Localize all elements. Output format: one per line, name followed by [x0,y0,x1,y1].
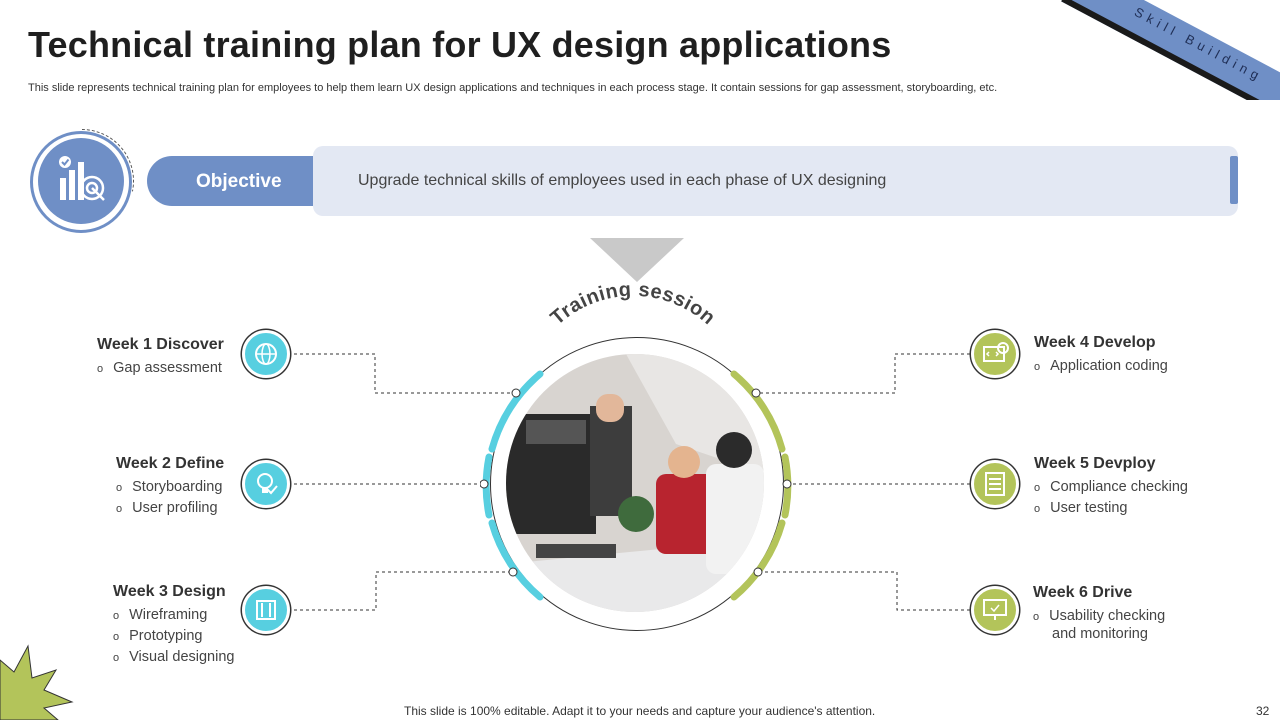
footer-text: This slide is 100% editable. Adapt it to… [404,704,876,718]
down-arrow-icon [590,238,684,282]
objective-label: Objective [196,171,282,192]
week-6-title: Week 6 Drive [1033,584,1133,601]
week-4-title: Week 4 Develop [1034,334,1156,351]
starburst-decoration [0,644,74,720]
colored-arcs [480,370,792,601]
monitor-hand-icon [971,586,1019,634]
code-gear-icon [971,330,1019,378]
week-2-title: Week 2 Define [116,455,225,472]
checklist-icon [971,460,1019,508]
globe-icon [242,330,290,378]
page-subtitle: This slide represents technical training… [28,82,998,94]
week-1-title: Week 1 Discover [97,336,224,353]
training-photo [506,354,764,612]
objective-text-box [313,146,1238,216]
training-session-title: Training session [547,279,719,330]
objective-text: Upgrade technical skills of employees us… [358,172,887,189]
week-3-title: Week 3 Design [113,583,226,600]
lightbulb-gear-icon [242,460,290,508]
week-5-title: Week 5 Devploy [1034,455,1156,472]
page-title: Technical training plan for UX design ap… [28,24,892,65]
design-tools-icon [242,586,290,634]
week-6-item-continued: and monitoring [1052,626,1148,642]
svg-text:Training session: Training session [547,279,720,330]
chart-target-icon [38,138,124,224]
objective-accent-bar [1230,156,1238,204]
page-number: 32 [1256,704,1270,718]
